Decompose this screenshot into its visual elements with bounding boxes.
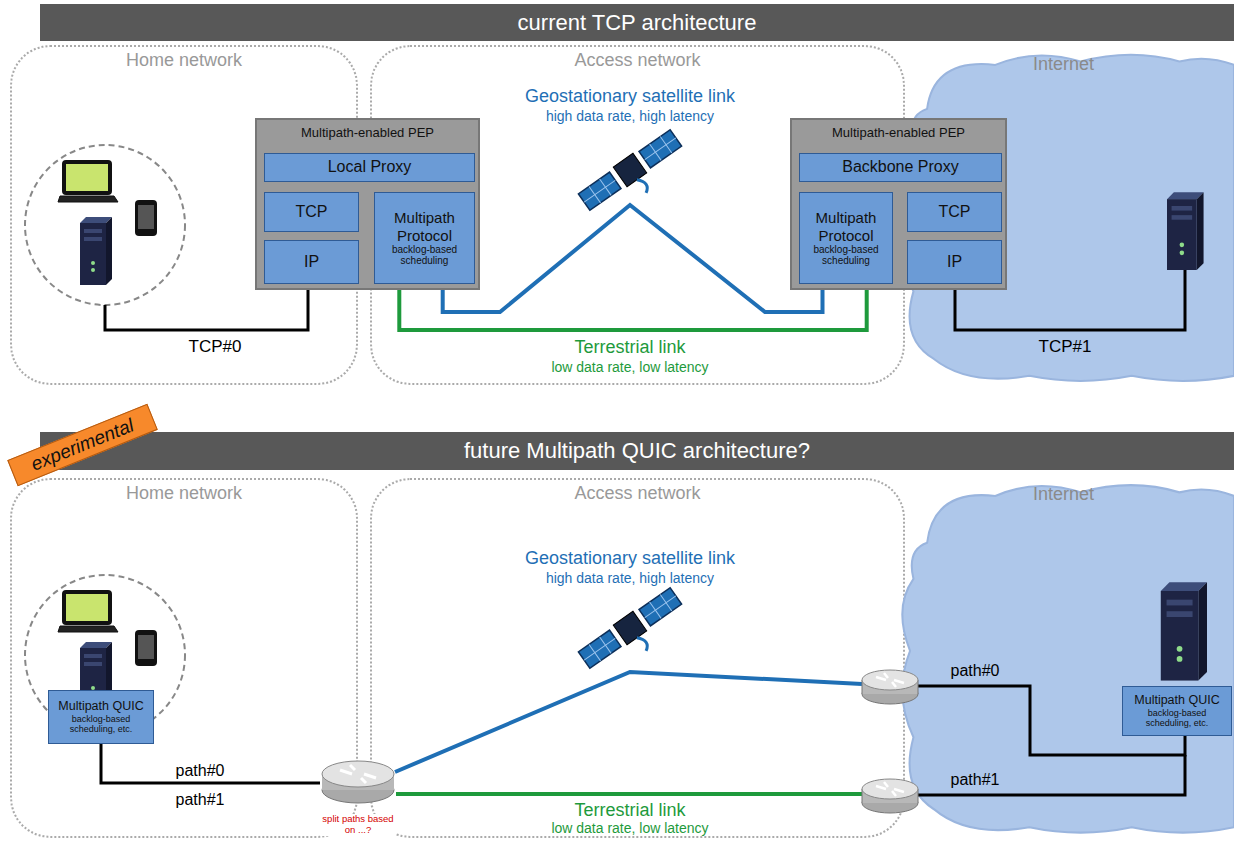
link-label: high data rate, high latency — [546, 108, 714, 124]
protocol-box: Local Proxy — [264, 153, 475, 182]
satellite-link — [395, 672, 862, 772]
node-title: Multipath-enabled PEP — [832, 126, 965, 141]
node-title: Multipath QUIC — [58, 699, 143, 713]
link-label: high data rate, high latency — [546, 570, 714, 586]
node-title: Access network — [574, 483, 700, 504]
node-title: Local Proxy — [328, 158, 412, 176]
protocol-box: TCP — [264, 192, 359, 232]
link-label: path#1 — [176, 791, 225, 809]
node-title: Multipath Protocol — [378, 209, 471, 244]
server-icon — [1161, 582, 1207, 680]
pep-box: Multipath-enabled PEP Local ProxyTCP IP Mul… — [255, 118, 480, 290]
link-label: Geostationary satellite link — [525, 548, 735, 569]
network-region: Access network — [370, 478, 905, 838]
phone-icon — [135, 200, 157, 236]
node-title: Internet — [1033, 54, 1094, 75]
link-label: Terrestrial link — [574, 337, 685, 358]
device-group — [25, 145, 185, 305]
tcp-link — [105, 282, 308, 330]
node-title: Multipath-enabled PEP — [301, 126, 434, 141]
node-detail: backlog-based scheduling — [803, 244, 889, 267]
phone-icon — [135, 630, 157, 666]
protocol-box: IP — [264, 240, 359, 284]
node-title: Multipath QUIC — [1134, 693, 1219, 707]
protocol-box: Multipath QUICbacklog-based scheduling, … — [48, 690, 154, 744]
router-shape — [320, 758, 396, 806]
link-label: Geostationary satellite link — [525, 86, 735, 107]
link-line — [101, 744, 320, 783]
node-detail: backlog-based scheduling — [378, 244, 471, 267]
node-title: IP — [947, 253, 962, 271]
node-title: Home network — [126, 50, 242, 71]
router-icon — [862, 779, 918, 813]
link-label: low data rate, low latency — [551, 820, 708, 836]
protocol-box: Multipath Protocolbacklog-based scheduli… — [374, 192, 475, 284]
device-group — [25, 575, 185, 735]
terrestrial-link — [396, 792, 862, 796]
node-title: Multipath Protocol — [803, 209, 889, 244]
router-node: split paths based on ...? — [320, 758, 396, 838]
protocol-box: Multipath QUICbacklog-based scheduling, … — [1122, 686, 1232, 736]
server-icon — [1167, 192, 1204, 270]
node-title: Access network — [574, 50, 700, 71]
protocol-box: TCP — [907, 192, 1002, 232]
node-detail: backlog-based scheduling, etc. — [52, 714, 150, 735]
link-line — [399, 284, 866, 330]
node-title: current TCP architecture — [518, 10, 757, 35]
satellite-icon — [577, 586, 692, 683]
link-label: low data rate, low latency — [551, 359, 708, 375]
section-band: future Multipath QUIC architecture? — [40, 432, 1234, 470]
link-label: path#1 — [951, 771, 1000, 789]
link-label: Terrestrial link — [574, 800, 685, 821]
tcp-link — [955, 270, 1185, 330]
link-label: TCP#1 — [1039, 337, 1092, 357]
router-icon — [862, 670, 918, 704]
node-title: split paths based on ...? — [320, 814, 396, 836]
laptop-icon — [58, 592, 118, 632]
node-title: TCP — [939, 203, 971, 221]
node-detail: backlog-based scheduling, etc. — [1126, 708, 1228, 729]
laptop-icon — [58, 162, 118, 202]
server-icon — [80, 217, 112, 285]
node-title: Home network — [126, 483, 242, 504]
protocol-box: IP — [907, 240, 1002, 284]
protocol-box: Multipath Protocolbacklog-based scheduli… — [799, 192, 893, 284]
server-icon — [80, 642, 112, 710]
link-label: TCP#0 — [189, 337, 242, 357]
link-label: path#0 — [951, 662, 1000, 680]
node-title: Internet — [1033, 484, 1094, 505]
path-link — [918, 755, 1185, 795]
node-title: TCP — [296, 203, 328, 221]
section-band: current TCP architecture — [40, 4, 1234, 41]
node-title: IP — [304, 253, 319, 271]
node-title: Backbone Proxy — [842, 158, 959, 176]
link-label: path#0 — [176, 762, 225, 780]
path-link — [918, 686, 1185, 755]
pep-box: Multipath-enabled PEP Backbone ProxyMulti… — [790, 118, 1007, 290]
link-line — [443, 205, 823, 312]
node-title: future Multipath QUIC architecture? — [464, 438, 810, 463]
protocol-box: Backbone Proxy — [799, 153, 1002, 182]
